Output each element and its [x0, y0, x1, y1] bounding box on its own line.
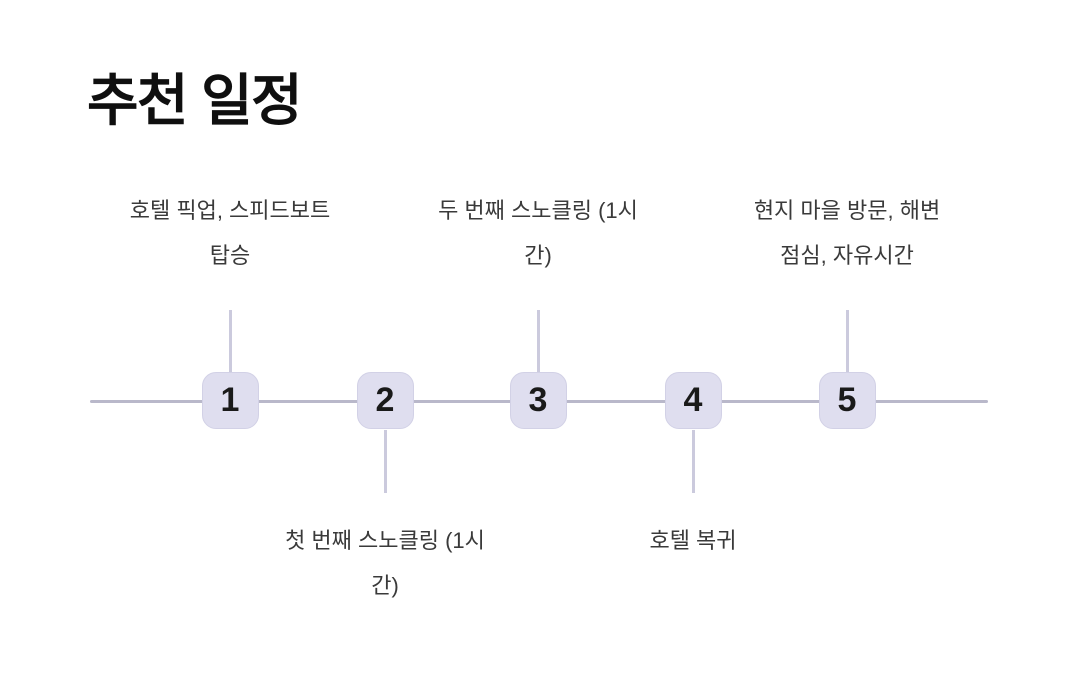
- step-label-line: 첫 번째 스노클링 (1시: [285, 528, 485, 553]
- node-number: 5: [837, 381, 857, 419]
- node-number: 1: [220, 381, 240, 419]
- step-label-line: 현지 마을 방문, 해변: [753, 198, 941, 223]
- timeline-node-1: 1: [201, 372, 259, 429]
- timeline-node-4: 4: [664, 372, 722, 429]
- connector-line-step-3: [536, 310, 540, 372]
- node-number: 2: [375, 381, 395, 419]
- step-label-line: 두 번째 스노클링 (1시: [438, 198, 638, 223]
- step-label-line: 점심, 자유시간: [780, 243, 914, 268]
- connector-line-step-5: [845, 310, 849, 372]
- timeline-node-3: 3: [509, 372, 567, 429]
- step-label-line: 호텔 복귀: [649, 528, 737, 553]
- step-label-4: 호텔 복귀: [538, 518, 848, 563]
- step-label-line: 간): [371, 573, 399, 598]
- connector-line-step-1: [228, 310, 232, 372]
- step-label-line: 호텔 픽업, 스피드보트: [129, 198, 331, 223]
- step-label-line: 간): [524, 243, 552, 268]
- step-label-line: 탑승: [209, 243, 251, 268]
- page-title: 추천 일정: [87, 69, 303, 132]
- connector-line-step-2: [383, 430, 387, 493]
- timeline-node-5: 5: [818, 372, 876, 429]
- node-number: 4: [683, 381, 703, 419]
- connector-line-step-4: [691, 430, 695, 493]
- timeline-node-2: 2: [356, 372, 414, 429]
- node-number: 3: [528, 381, 548, 419]
